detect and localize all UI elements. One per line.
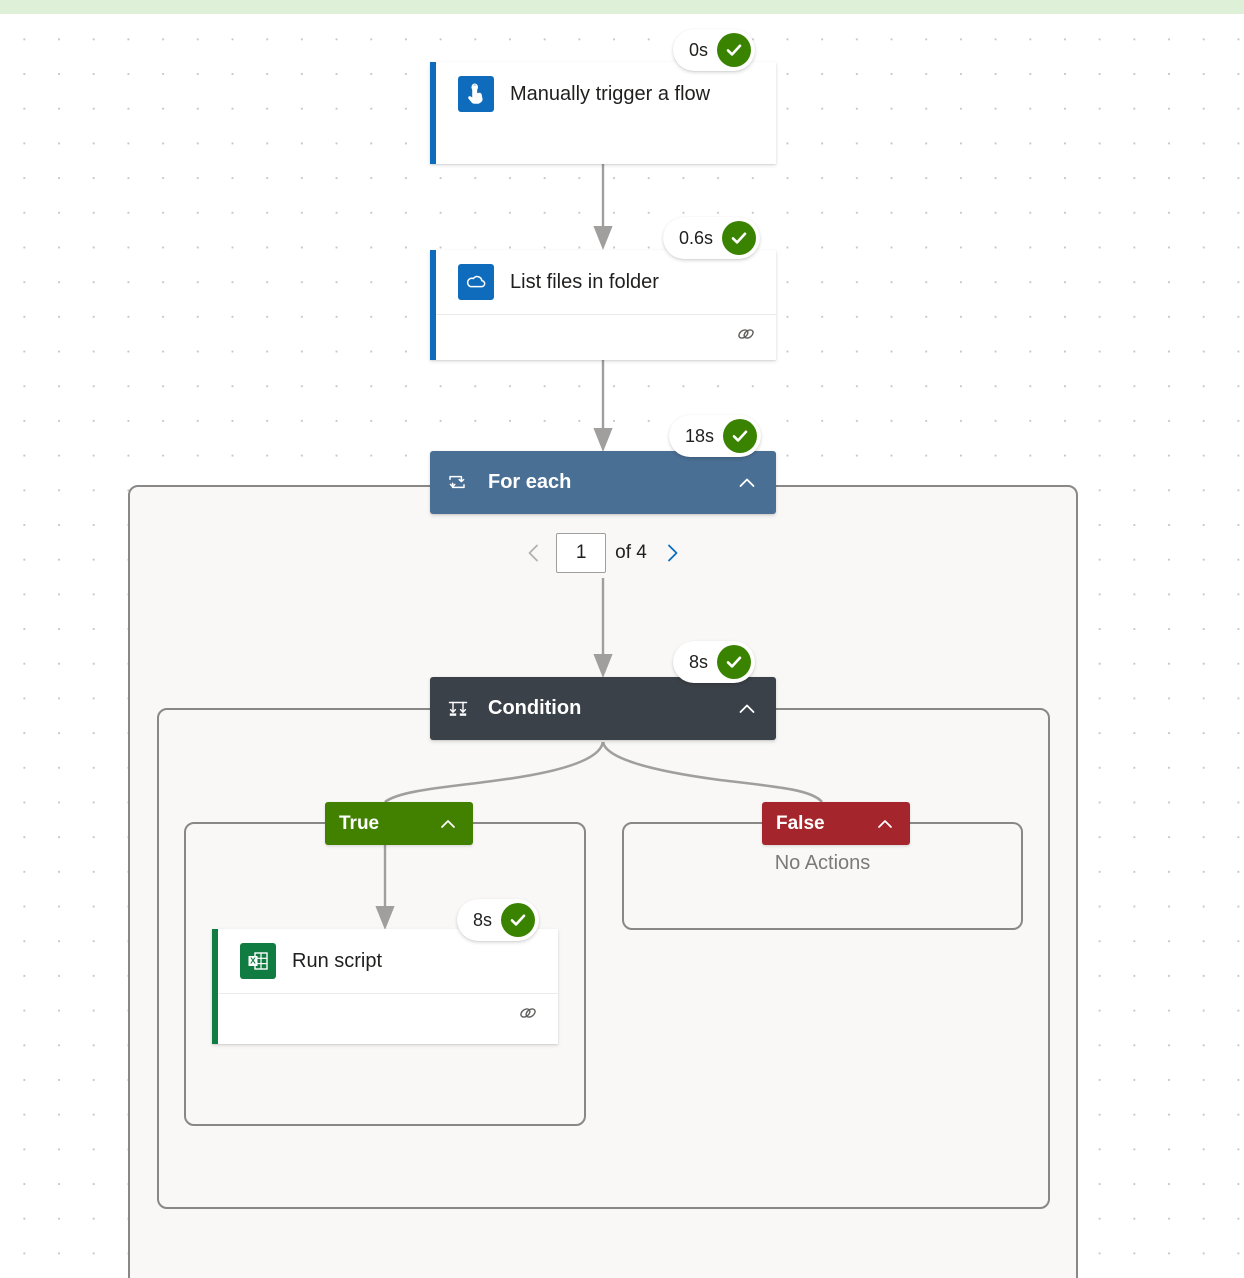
duration-label: 0s bbox=[689, 39, 709, 60]
card-header: X Run script bbox=[212, 929, 558, 993]
checkmark-icon bbox=[723, 419, 758, 453]
page-total-label: of 4 bbox=[615, 542, 647, 563]
chevron-up-icon[interactable] bbox=[734, 696, 760, 722]
card-title: List files in folder bbox=[510, 270, 659, 293]
card-footer bbox=[430, 314, 776, 358]
status-badge-trigger: 0s bbox=[673, 29, 756, 71]
svg-text:X: X bbox=[250, 956, 256, 966]
scope-header-condition[interactable]: Condition bbox=[430, 677, 776, 740]
run-status-banner bbox=[0, 0, 1244, 14]
branch-label: False bbox=[776, 812, 825, 834]
chevron-up-icon[interactable] bbox=[734, 470, 760, 496]
excel-icon: X bbox=[240, 943, 276, 979]
checkmark-icon bbox=[501, 903, 536, 937]
chevron-left-icon[interactable] bbox=[521, 540, 547, 566]
card-header: List files in folder bbox=[430, 250, 776, 314]
card-title: Manually trigger a flow bbox=[510, 82, 711, 105]
checkmark-icon bbox=[722, 221, 757, 255]
status-badge-list-files: 0.6s bbox=[663, 217, 761, 259]
checkmark-icon bbox=[717, 33, 752, 67]
branch-pill-true[interactable]: True bbox=[325, 802, 473, 845]
for-each-pagination[interactable]: 1 of 4 bbox=[497, 531, 709, 575]
page-number-input[interactable]: 1 bbox=[556, 533, 607, 573]
duration-label: 0.6s bbox=[679, 227, 714, 248]
status-badge-run-script: 8s bbox=[457, 899, 540, 941]
checkmark-icon bbox=[717, 645, 752, 679]
scope-title: For each bbox=[488, 471, 572, 493]
scope-title: Condition bbox=[488, 697, 582, 719]
branch-label: True bbox=[339, 812, 380, 834]
card-title: Run script bbox=[292, 949, 383, 972]
link-icon[interactable] bbox=[516, 1001, 540, 1030]
touch-trigger-icon bbox=[458, 76, 494, 112]
link-icon[interactable] bbox=[734, 322, 758, 351]
status-badge-for-each: 18s bbox=[669, 415, 762, 457]
chevron-up-icon[interactable] bbox=[437, 813, 459, 835]
chevron-right-icon[interactable] bbox=[659, 540, 685, 566]
card-footer bbox=[212, 993, 558, 1037]
condition-branch-icon bbox=[446, 697, 470, 721]
action-card-manually-trigger-a-flow[interactable]: Manually trigger a flow bbox=[430, 62, 776, 164]
card-header: Manually trigger a flow bbox=[430, 62, 776, 126]
branch-pill-false[interactable]: False bbox=[762, 802, 910, 845]
status-badge-condition: 8s bbox=[673, 641, 756, 683]
onedrive-icon bbox=[458, 264, 494, 300]
false-branch-empty-text: No Actions bbox=[774, 852, 871, 874]
duration-label: 18s bbox=[685, 425, 715, 446]
scope-header-for-each[interactable]: For each bbox=[430, 451, 776, 514]
loop-icon bbox=[446, 471, 470, 495]
chevron-up-icon[interactable] bbox=[874, 813, 896, 835]
action-card-list-files-in-folder[interactable]: List files in folder bbox=[430, 250, 776, 360]
duration-label: 8s bbox=[689, 651, 709, 672]
action-card-run-script[interactable]: X Run script bbox=[212, 929, 558, 1044]
duration-label: 8s bbox=[473, 909, 493, 930]
